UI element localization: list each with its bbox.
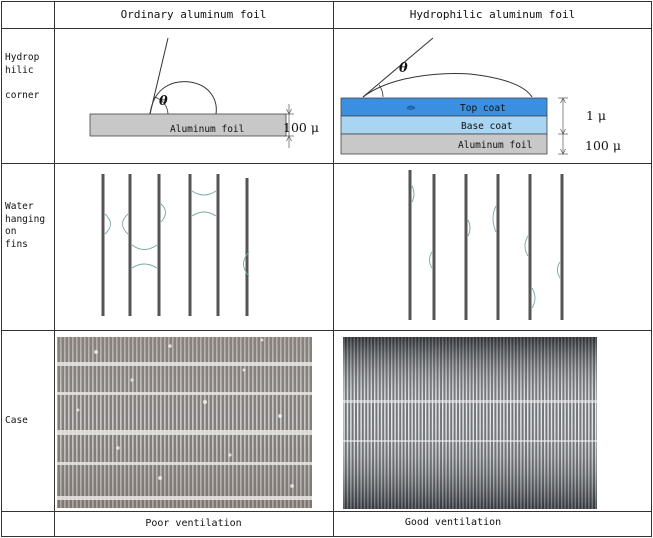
water-film bbox=[492, 205, 497, 233]
substrate-label: Aluminum foil bbox=[458, 140, 532, 151]
water-film bbox=[411, 185, 415, 203]
caption-hydrophilic: Good ventilation bbox=[404, 517, 502, 528]
row-label-line: Hydrop bbox=[5, 52, 40, 63]
theta-symbol: θ bbox=[399, 61, 408, 76]
droplet-mark bbox=[406, 105, 416, 110]
base-coat-label: Base coat bbox=[461, 121, 512, 132]
header-hydrophilic: Hydrophilic aluminum foil bbox=[409, 8, 576, 21]
hydrophilic-angle-diagram bbox=[340, 37, 568, 155]
tangent-line bbox=[149, 37, 169, 115]
tangent-line bbox=[362, 37, 434, 98]
water-bridge bbox=[160, 203, 166, 223]
water-bridge bbox=[191, 190, 217, 196]
angle-arc bbox=[153, 96, 169, 115]
top-coat-label: Top coat bbox=[460, 103, 506, 114]
water-film bbox=[429, 251, 433, 269]
ordinary-fins-diagram bbox=[101, 174, 250, 316]
water-bridge bbox=[191, 211, 217, 217]
base-coat-layer bbox=[340, 115, 548, 135]
row-label-line: on bbox=[5, 226, 17, 237]
row-label-line bbox=[5, 77, 39, 90]
water-film bbox=[524, 235, 529, 257]
substrate-label: Aluminum foil bbox=[170, 124, 244, 135]
coat-thickness-label: 1 μ bbox=[586, 108, 606, 123]
ordinary-coil-photo bbox=[57, 337, 312, 508]
ordinary-angle-diagram bbox=[89, 37, 294, 148]
water-bridge bbox=[122, 213, 129, 235]
theta-symbol: θ bbox=[159, 94, 168, 109]
row-label-case: Case bbox=[5, 415, 28, 428]
water-film bbox=[362, 73, 533, 98]
row-label-water: Water hanging on fins bbox=[5, 201, 45, 251]
thickness-label: 100 μ bbox=[283, 120, 319, 135]
aluminum-foil-layer bbox=[89, 113, 287, 137]
angle-arc bbox=[378, 84, 384, 98]
water-bridge bbox=[131, 244, 158, 250]
water-bridge bbox=[104, 213, 111, 235]
top-coat-layer bbox=[340, 97, 548, 117]
row-label-line: Case bbox=[5, 415, 28, 426]
row-label-line: hilic bbox=[5, 64, 34, 76]
aluminum-foil-layer bbox=[340, 133, 548, 155]
caption-ordinary: Poor ventilation bbox=[145, 518, 242, 529]
header-ordinary: Ordinary aluminum foil bbox=[120, 8, 267, 21]
water-bridge bbox=[243, 251, 250, 277]
hydrophilic-fins-diagram bbox=[408, 170, 564, 320]
row-label-line: hanging bbox=[5, 213, 46, 225]
water-film bbox=[531, 287, 536, 309]
foil-thickness-label: 100 μ bbox=[585, 138, 621, 153]
water-film bbox=[467, 219, 471, 237]
water-droplet bbox=[149, 81, 217, 115]
hydrophilic-coil-photo bbox=[343, 337, 597, 509]
row-label-line: Water bbox=[5, 201, 34, 212]
water-film bbox=[557, 261, 561, 279]
water-bridge bbox=[131, 263, 158, 269]
row-label-line: fins bbox=[5, 238, 28, 250]
row-label-angle: Hydrop hilic corner bbox=[5, 52, 39, 102]
row-label-line: corner bbox=[5, 89, 40, 101]
